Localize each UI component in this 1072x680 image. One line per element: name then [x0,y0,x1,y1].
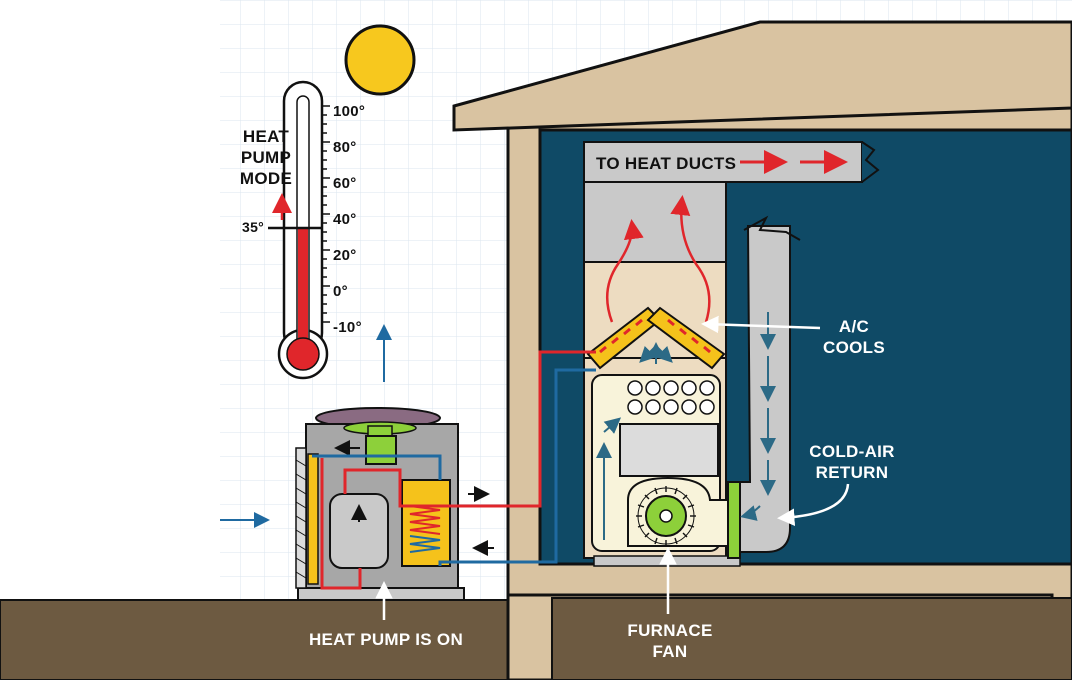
heat-pump-on-callout: HEAT PUMP IS ON [309,581,463,649]
ac-cools-callout: A/C COOLS [701,315,885,357]
furnace-fan-label-line-1: FURNACE [627,621,712,640]
cold-air-return-label-line-1: COLD-AIR [809,442,895,461]
thermometer-mercury [298,228,308,348]
compressor [329,493,389,569]
refrigerant-lines [462,350,596,564]
mode-label-line-3: MODE [240,169,292,188]
heat-exchanger [619,423,719,477]
furnace-cabinet [583,181,741,567]
supply-duct [583,141,880,183]
heat-pump-on-label: HEAT PUMP IS ON [309,630,463,649]
furnace-fan-callout: FURNACE FAN [627,547,712,661]
scale-label-100: 100° [333,103,365,120]
outdoor-fan-icon [343,421,417,465]
scale-label-20: 20° [333,247,357,264]
burner-ports [627,380,715,415]
furnace-fan-icon [636,486,696,546]
scale-label-40: 40° [333,211,357,228]
scale-label-0: 0° [333,283,348,300]
thermometer-icon [268,80,330,380]
ac-cools-label-line-2: COOLS [823,338,885,357]
ac-cools-label-line-1: A/C [839,317,869,336]
outdoor-airflow-arrows [220,324,392,528]
return-duct [727,215,801,559]
marker-label: 35° [242,219,264,235]
scale-label-minus10: -10° [333,319,362,336]
cold-air-return-callout: COLD-AIR RETURN [777,442,895,526]
heat-ducts-label: TO HEAT DUCTS [596,154,736,173]
furnace-fan-label-line-2: FAN [653,642,688,661]
flow-arrows-outdoor [468,486,494,556]
ac-evaporator-coil [586,306,726,370]
sun-icon [344,24,416,96]
heat-pump-unit [295,407,465,601]
cold-air-return-label-line-2: RETURN [816,463,889,482]
filter-icon [727,481,741,559]
scale-label-80: 80° [333,139,357,156]
scale-label-60: 60° [333,175,357,192]
warm-air-arrows [605,195,711,323]
mode-label-line-1: HEAT [243,127,290,146]
mode-label-line-2: PUMP [241,148,291,167]
